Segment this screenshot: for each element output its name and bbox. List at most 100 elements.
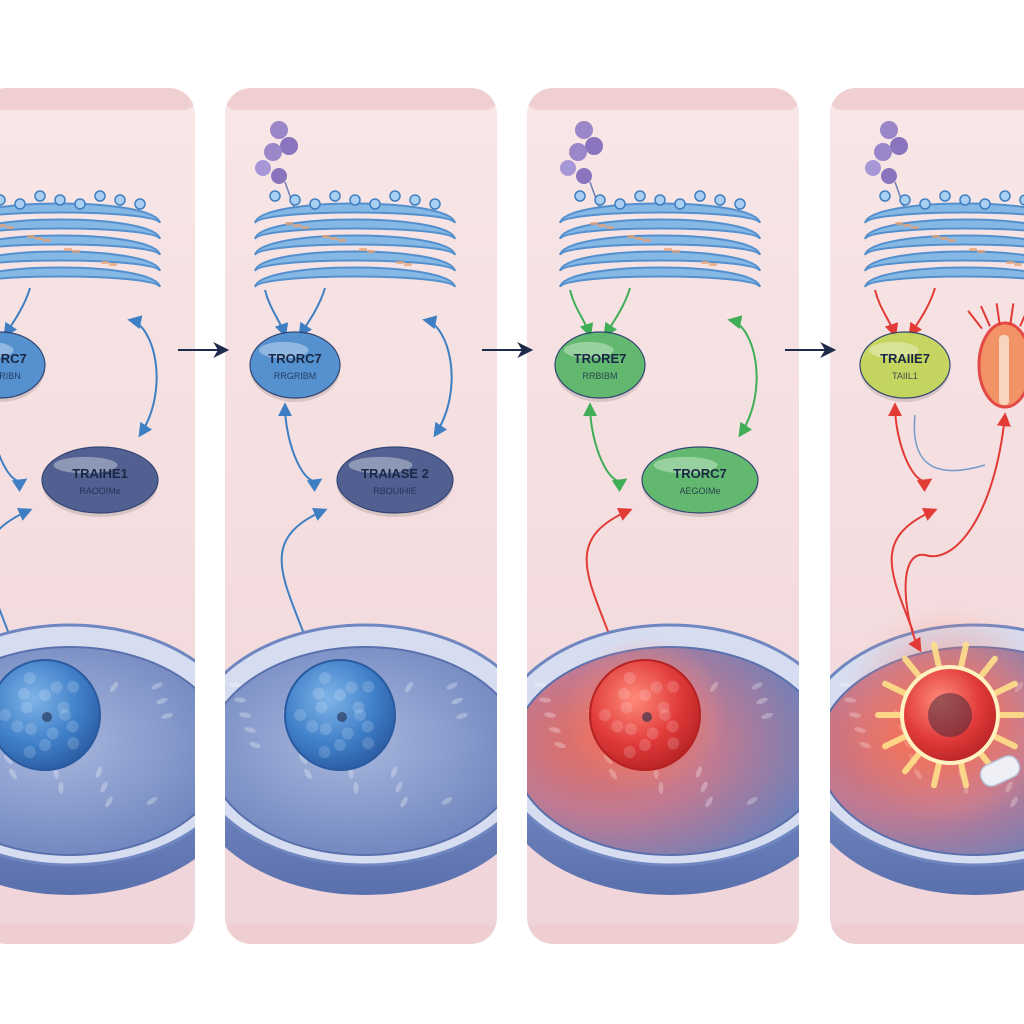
golgi-vesicle xyxy=(879,190,891,202)
golgi-vesicle xyxy=(14,198,26,210)
golgi-vesicle xyxy=(919,198,931,210)
cytoplasm-texture xyxy=(105,796,113,808)
cytoplasm-texture xyxy=(100,781,108,793)
panels-layer: TRORC7RRGRIBNTRAIHE1RAOOIMeTRORC7RRGRIBM… xyxy=(0,88,1024,944)
molecule-part xyxy=(576,168,592,184)
golgi-vesicle xyxy=(614,198,626,210)
chromatin xyxy=(667,737,680,750)
chromatin xyxy=(66,720,79,733)
golgi-cargo xyxy=(338,239,346,242)
golgi-cisterna xyxy=(864,218,1024,240)
golgi-cargo xyxy=(709,263,717,266)
protein-sublabel: RRGRIBM xyxy=(274,371,317,381)
panel-top-rim xyxy=(0,88,195,110)
protein-body xyxy=(41,446,159,514)
protein-body xyxy=(0,331,46,399)
golgi-vesicle xyxy=(734,198,746,210)
cell-panel-1: TRORC7RRGRIBNTRAIHE1RAOOIMe xyxy=(0,88,195,944)
chromatin xyxy=(341,727,354,740)
cytoplasm-texture xyxy=(705,796,713,808)
cytoplasm-texture xyxy=(298,754,308,764)
golgi-apparatus xyxy=(254,190,456,288)
protein-label: TRORC7 xyxy=(673,466,726,481)
protein-label: TRAIHE1 xyxy=(72,466,128,481)
protein-body xyxy=(554,331,646,399)
protein-label: TRORE7 xyxy=(574,351,627,366)
golgi-vesicle xyxy=(34,190,46,202)
golgi-cisterna xyxy=(864,266,1024,288)
cytoplasm-texture xyxy=(9,768,17,780)
signal-molecule xyxy=(560,121,603,211)
panel-bottom-rim xyxy=(830,924,1024,944)
damaged-protein xyxy=(967,303,1024,409)
chromatin xyxy=(354,709,366,721)
arrow-protein-feedback xyxy=(127,315,158,438)
chromatin xyxy=(39,739,51,751)
golgi-vesicle xyxy=(939,190,951,202)
cytoplasm-texture xyxy=(456,713,468,719)
golgi-cisterna xyxy=(559,250,761,272)
protein-body xyxy=(859,331,951,399)
golgi-cargo xyxy=(911,226,919,229)
golgi-cargo xyxy=(672,250,680,253)
chromatin xyxy=(312,687,325,700)
cytoplasm-texture xyxy=(534,682,546,688)
golgi-vesicle xyxy=(634,190,646,202)
golgi-vesicle xyxy=(54,194,66,206)
protein-highlight xyxy=(869,341,919,359)
nucleolus xyxy=(42,712,52,722)
golgi-vesicle xyxy=(349,194,361,206)
golgi-vesicle xyxy=(369,198,381,210)
golgi-cargo xyxy=(0,224,6,227)
protein-body xyxy=(641,446,759,514)
chromatin xyxy=(659,709,671,721)
golgi-cargo xyxy=(643,239,651,242)
panel-bottom-rim xyxy=(527,924,799,944)
panel-top-rim xyxy=(527,88,799,110)
molecule-part xyxy=(575,121,593,139)
protein-highlight xyxy=(0,341,14,359)
arrow-protein-link xyxy=(278,402,323,493)
golgi-vesicle xyxy=(114,194,126,206)
cytoplasm-texture xyxy=(446,682,458,690)
chromatin xyxy=(39,689,51,701)
golgi-cargo xyxy=(404,263,412,266)
golgi-cisterna xyxy=(0,218,161,240)
chromatin xyxy=(334,689,346,701)
golgi-vesicle xyxy=(134,198,146,210)
chromatin xyxy=(352,701,365,714)
protein-sublabel: RRGRIBN xyxy=(0,371,21,381)
nucleolus xyxy=(337,712,347,722)
chromatin xyxy=(345,681,358,694)
arrow-damage-signal xyxy=(904,412,1011,653)
protein-label: TRORC7 xyxy=(0,351,27,366)
cytoplasm-texture xyxy=(146,797,158,805)
chromatin xyxy=(11,720,24,733)
chromatin xyxy=(362,737,375,750)
arrow-to-nucleus xyxy=(585,507,633,653)
golgi-cargo xyxy=(6,226,14,229)
cytoplasm-texture xyxy=(751,682,763,690)
chromatin xyxy=(623,672,636,685)
golgi-cargo xyxy=(101,261,109,264)
chromatin xyxy=(666,720,679,733)
golgi-vesicle xyxy=(389,190,401,202)
chromatin xyxy=(362,680,375,693)
protein-label: TRAIIE7 xyxy=(880,351,930,366)
golgi-apparatus xyxy=(0,190,161,288)
golgi-cargo xyxy=(285,222,293,225)
cytoplasm-texture xyxy=(58,782,64,794)
protein-sublabel: RRBIBM xyxy=(582,371,617,381)
cytoplasm-texture xyxy=(549,727,561,733)
arrow-golgi-to-protein xyxy=(603,287,631,338)
protein-label: TRORC7 xyxy=(268,351,321,366)
golgi-vesicle xyxy=(959,194,971,206)
golgi-cargo xyxy=(664,248,672,251)
damaged-core xyxy=(999,335,1009,405)
golgi-vesicle xyxy=(94,190,106,202)
chromatin xyxy=(624,723,637,736)
damage-spike xyxy=(1009,303,1015,326)
